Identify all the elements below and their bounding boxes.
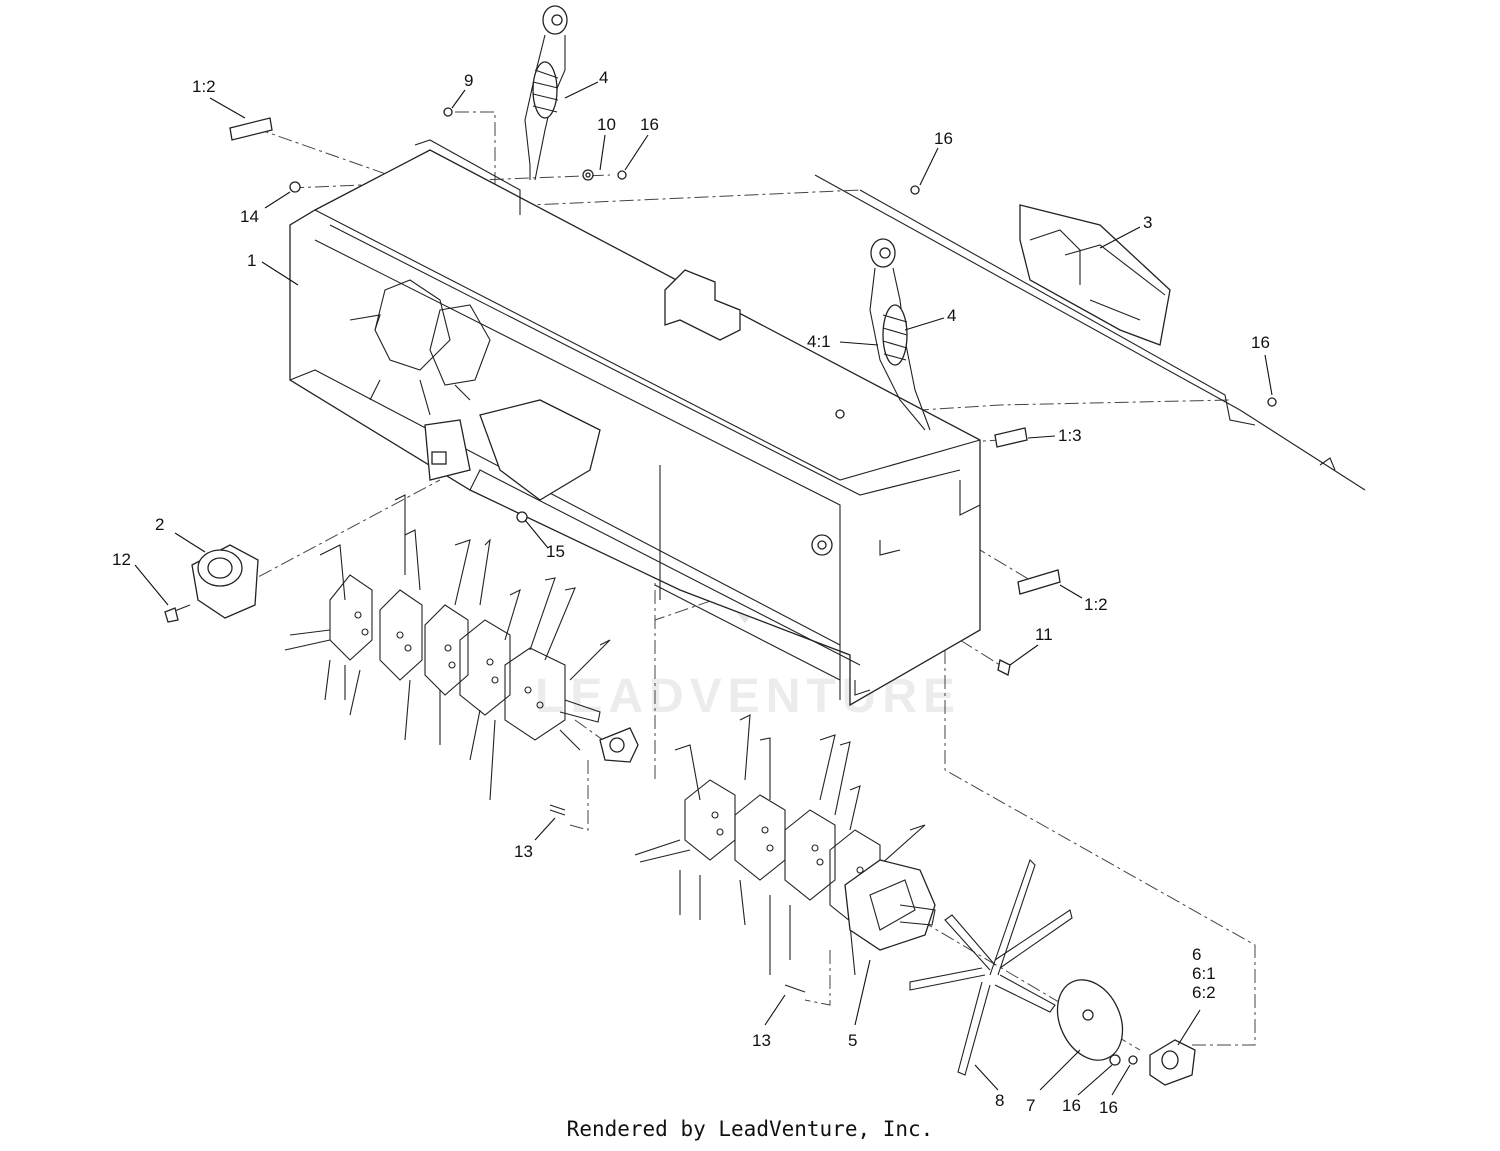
callout-10: 10 — [597, 115, 616, 134]
mount-bracket — [814, 174, 1366, 491]
callout-1: 1 — [247, 251, 256, 270]
callout-13-left: 13 — [514, 842, 533, 861]
callout-3: 3 — [1143, 213, 1152, 232]
leader-lines — [134, 81, 1273, 1096]
callout-2: 2 — [155, 515, 164, 534]
callout-9: 9 — [464, 71, 473, 90]
tine-assembly-left — [284, 494, 639, 801]
callout-4-mid: 4 — [947, 306, 956, 325]
callout-16-e: 16 — [1099, 1098, 1118, 1117]
tine-assembly-right — [634, 714, 936, 976]
callout-1-2-right: 1:2 — [1084, 595, 1108, 614]
hardware — [164, 107, 1277, 1066]
callout-8: 8 — [995, 1091, 1004, 1110]
callout-12: 12 — [112, 550, 131, 569]
star-tine — [909, 858, 1073, 1076]
callout-4-1: 4:1 — [807, 332, 831, 351]
aerator-frame — [289, 139, 981, 707]
callout-6: 6 — [1192, 945, 1201, 964]
callout-14: 14 — [240, 207, 259, 226]
callout-16-b: 16 — [934, 129, 953, 148]
callout-16-d: 16 — [1062, 1096, 1081, 1115]
bearing-flange — [191, 544, 259, 619]
callout-15: 15 — [546, 542, 565, 561]
callout-6-1: 6:1 — [1192, 964, 1216, 983]
callout-16-c: 16 — [1251, 333, 1270, 352]
callout-1-3: 1:3 — [1058, 426, 1082, 445]
flange-bearing — [1149, 1039, 1196, 1086]
callout-13-right: 13 — [752, 1031, 771, 1050]
callout-6-2: 6:2 — [1192, 983, 1216, 1002]
chain-upper — [524, 5, 568, 181]
callout-4-top: 4 — [599, 68, 608, 87]
callout-11: 11 — [1035, 625, 1053, 644]
render-credit: Rendered by LeadVenture, Inc. — [566, 1117, 934, 1141]
callout-1-2-top: 1:2 — [192, 77, 216, 96]
chain-lower — [869, 238, 931, 431]
callout-7: 7 — [1026, 1096, 1035, 1115]
callout-5: 5 — [848, 1031, 857, 1050]
callout-16-a: 16 — [640, 115, 659, 134]
tine-disc — [1056, 979, 1124, 1061]
callout-labels: 1:2 9 4 10 16 16 14 3 1 4 4:1 16 1:3 2 1… — [112, 68, 1270, 1117]
